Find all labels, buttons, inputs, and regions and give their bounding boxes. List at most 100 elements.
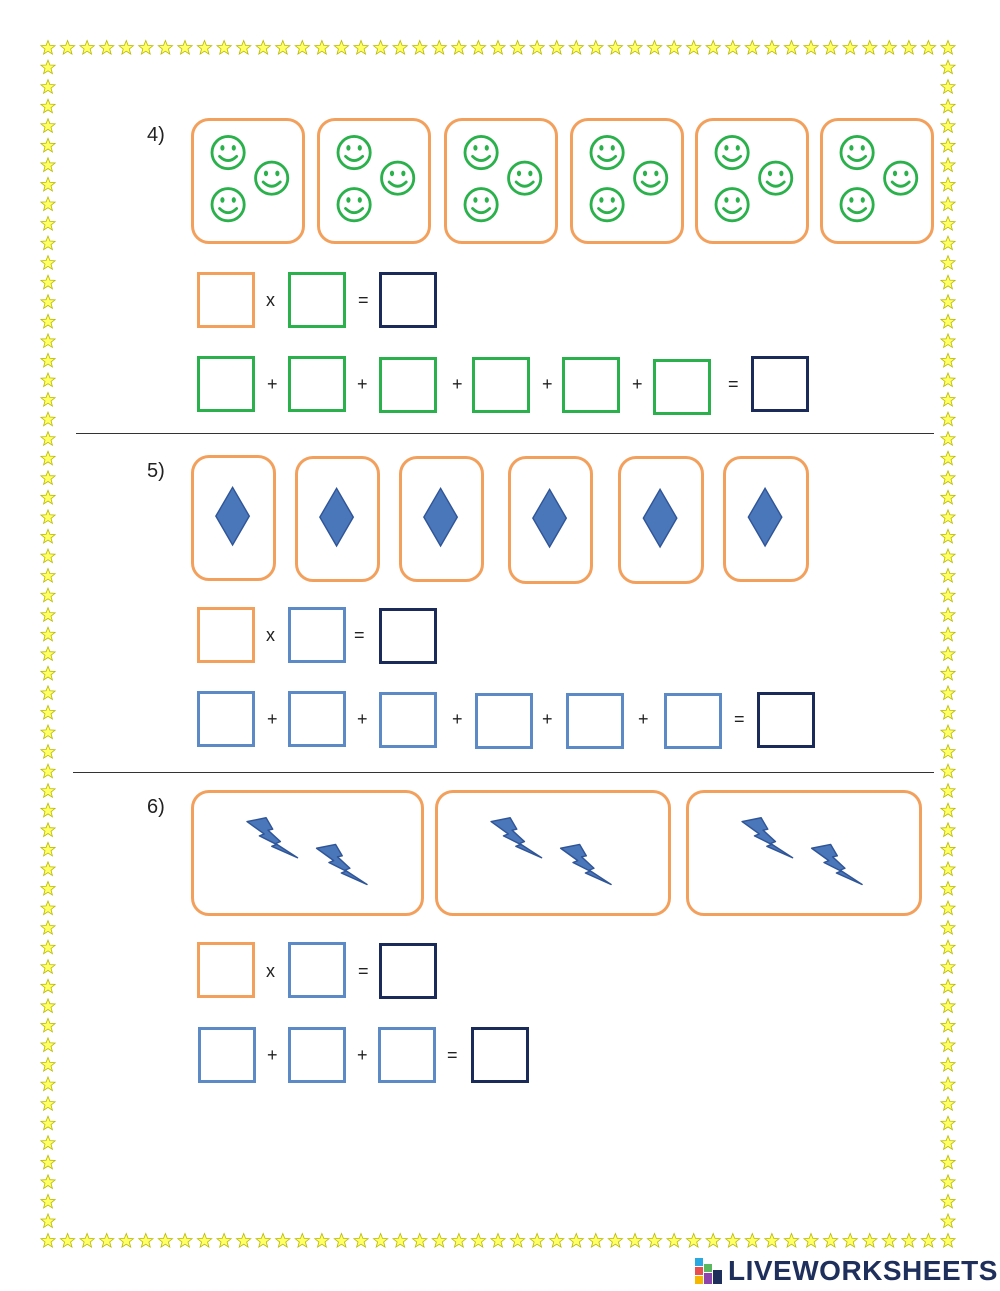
star-icon xyxy=(939,274,957,290)
q6-addend-input[interactable] xyxy=(198,1027,256,1083)
star-icon xyxy=(98,1232,115,1249)
q5-sum-input[interactable] xyxy=(757,692,815,748)
star-icon xyxy=(939,117,957,134)
q4-addend-input[interactable] xyxy=(562,357,620,413)
equals-sign: = xyxy=(728,374,739,394)
times-sign: x xyxy=(266,961,275,981)
smiley-face-icon xyxy=(589,135,625,171)
star-icon xyxy=(39,919,57,935)
smiley-face-icon xyxy=(883,160,919,196)
smiley-face-icon xyxy=(463,135,543,223)
diamond-group xyxy=(508,456,593,584)
star-icon xyxy=(939,978,957,994)
q6-addend-input[interactable] xyxy=(288,1027,346,1083)
q4-addend-input[interactable] xyxy=(197,356,255,412)
star-icon xyxy=(939,1212,957,1229)
q4-addend-input[interactable] xyxy=(472,357,530,413)
star-icon xyxy=(724,39,741,56)
star-icon xyxy=(59,39,76,56)
star-icon xyxy=(939,704,957,720)
star-icon xyxy=(157,1232,174,1249)
star-icon xyxy=(39,978,57,994)
star-icon xyxy=(939,391,957,408)
q5-addend-input[interactable] xyxy=(566,693,624,749)
star-icon xyxy=(39,391,57,408)
plus-sign: + xyxy=(267,374,278,394)
smiley-group xyxy=(191,118,305,244)
star-icon xyxy=(39,1056,57,1073)
lightning-group xyxy=(435,790,671,916)
star-icon xyxy=(78,39,96,56)
lightning-bolt-icon xyxy=(490,817,612,886)
plus-sign: + xyxy=(267,709,278,729)
diamond-icon xyxy=(319,486,355,548)
star-icon xyxy=(881,1232,898,1249)
star-icon xyxy=(939,626,957,642)
q6-addend-input[interactable] xyxy=(378,1027,436,1083)
star-icon xyxy=(939,254,957,271)
q6-sum-input[interactable] xyxy=(471,1027,529,1083)
q4-sum-input[interactable] xyxy=(751,356,809,412)
star-icon xyxy=(39,528,57,544)
smiley-face-icon xyxy=(839,187,875,223)
star-icon xyxy=(137,1232,155,1249)
q5-addend-input[interactable] xyxy=(288,691,346,747)
equals-sign: = xyxy=(358,290,369,310)
lightning-bolt-icon xyxy=(490,817,543,859)
lightning-group xyxy=(191,790,424,916)
star-icon xyxy=(939,802,957,818)
star-icon xyxy=(39,1017,57,1033)
star-icon xyxy=(939,723,957,740)
star-icon xyxy=(939,880,957,896)
star-icon xyxy=(939,410,957,427)
star-icon xyxy=(39,704,57,720)
star-icon xyxy=(411,39,428,56)
star-icon xyxy=(39,665,57,681)
star-icon xyxy=(939,489,957,505)
q4-groups-input[interactable] xyxy=(197,272,255,328)
q4-addend-input[interactable] xyxy=(653,359,711,415)
star-icon xyxy=(939,156,957,173)
smiley-face-icon xyxy=(210,135,246,171)
star-icon xyxy=(431,1232,448,1249)
q4-per-group-input[interactable] xyxy=(288,272,346,328)
smiley-face-icon xyxy=(839,135,875,171)
q6-product-input[interactable] xyxy=(379,943,437,999)
star-icon xyxy=(118,39,135,56)
q4-addend-input[interactable] xyxy=(288,356,346,412)
q5-product-input[interactable] xyxy=(379,608,437,664)
star-icon xyxy=(489,1232,507,1249)
q6-groups-input[interactable] xyxy=(197,942,255,998)
star-icon xyxy=(196,1232,213,1249)
lightning-bolt-icon xyxy=(315,843,368,886)
star-icon xyxy=(39,430,57,447)
star-icon xyxy=(939,332,957,349)
q5-per-group-input[interactable] xyxy=(288,607,346,663)
q5-addend-input[interactable] xyxy=(664,693,722,749)
q5-groups-input[interactable] xyxy=(197,607,255,663)
lightning-bolt-icon xyxy=(741,817,794,859)
liveworksheets-logo: LIVEWORKSHEETS xyxy=(694,1253,998,1289)
q6-per-group-input[interactable] xyxy=(288,942,346,998)
q4-addend-input[interactable] xyxy=(379,357,437,413)
smiley-face-icon xyxy=(336,135,372,171)
star-icon xyxy=(39,1134,57,1151)
smiley-group xyxy=(695,118,809,244)
star-icon xyxy=(489,39,507,56)
q5-addend-input[interactable] xyxy=(197,691,255,747)
lightning-group xyxy=(686,790,922,916)
q5-addend-input[interactable] xyxy=(475,693,533,749)
star-icon xyxy=(939,1173,957,1190)
diamond-group xyxy=(399,456,484,582)
star-icon xyxy=(939,98,957,114)
smiley-face-icon xyxy=(210,135,290,223)
star-icon xyxy=(841,1232,859,1249)
q4-product-input[interactable] xyxy=(379,272,437,328)
plus-sign: + xyxy=(357,709,368,729)
q5-addend-input[interactable] xyxy=(379,692,437,748)
diamond-icon xyxy=(532,487,568,549)
star-icon xyxy=(39,782,57,799)
star-icon xyxy=(196,39,213,56)
star-icon xyxy=(861,1232,878,1249)
